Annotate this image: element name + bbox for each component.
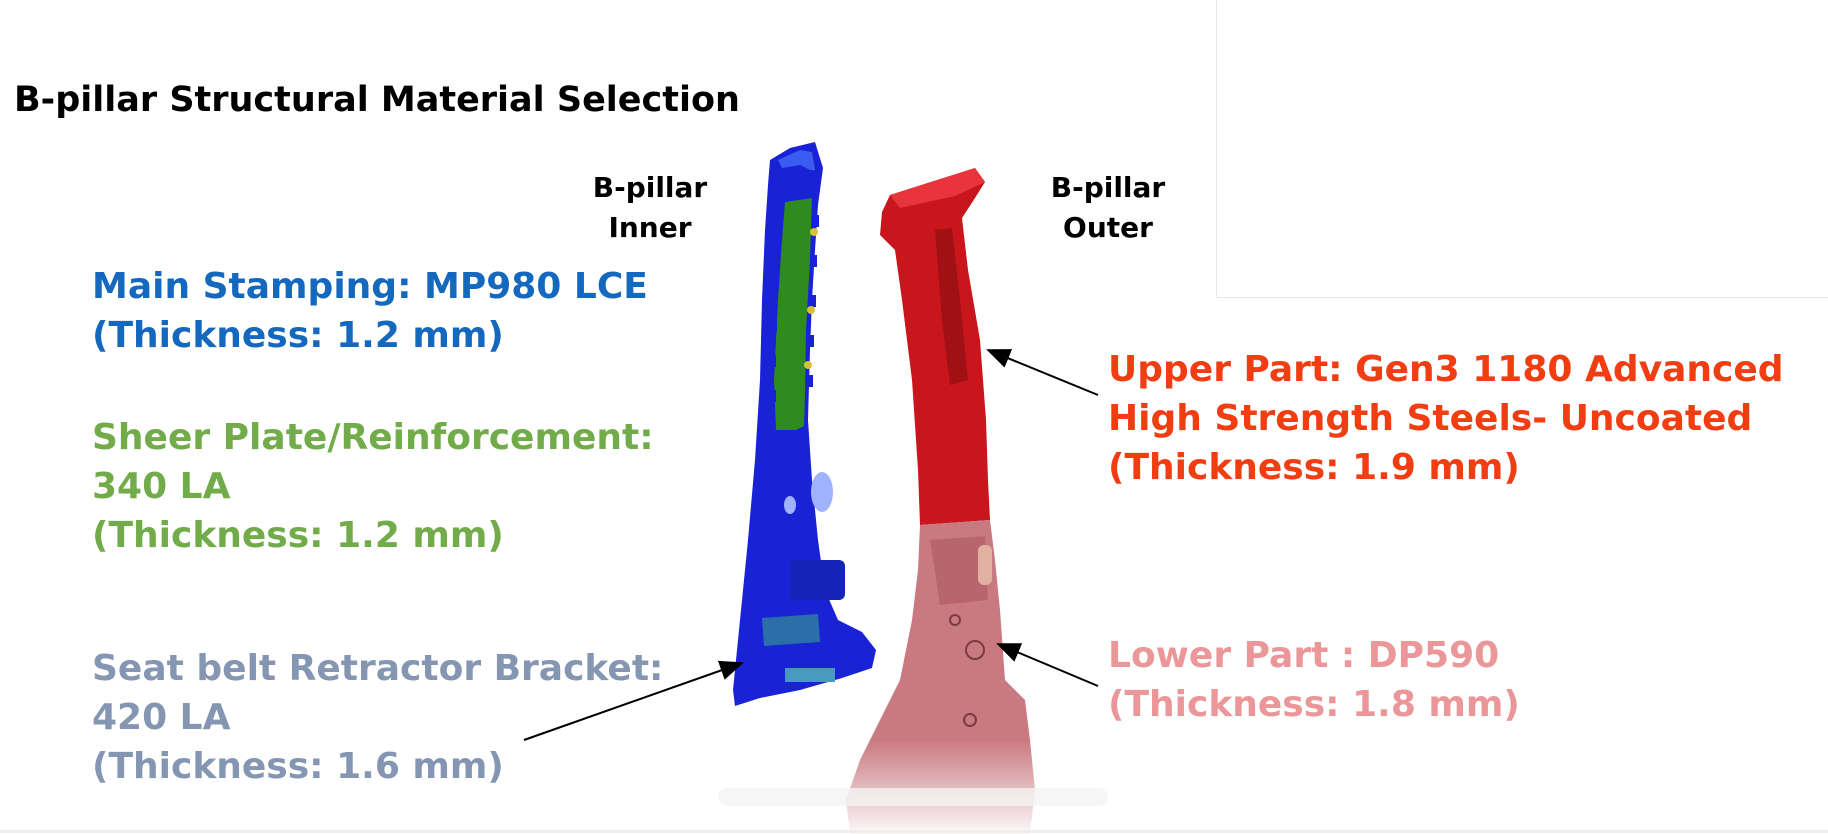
seat-belt-leader (523, 660, 744, 741)
outer-label-line-1: B-pillar (1050, 171, 1166, 204)
seat-belt-bracket (762, 614, 820, 646)
b-pillar-inner-label: B-pillar Inner (580, 168, 720, 248)
main-stamping-thickness: (Thickness: 1.2 mm) (92, 315, 504, 356)
upper-part-thickness: (Thickness: 1.9 mm) (1108, 447, 1520, 488)
main-stamping-material: Main Stamping: MP980 LCE (92, 266, 648, 307)
lower-part-annotation: Lower Part : DP590 (Thickness: 1.8 mm) (1108, 631, 1520, 729)
upper-part-region (880, 168, 990, 525)
sheer-plate-thickness: (Thickness: 1.2 mm) (92, 515, 504, 556)
upper-part-line-2: High Strength Steels- Uncoated (1108, 398, 1753, 439)
outer-label-line-2: Outer (1063, 211, 1153, 244)
sheer-plate-heading: Sheer Plate/Reinforcement: (92, 417, 654, 458)
upper-part-annotation: Upper Part: Gen3 1180 Advanced High Stre… (1108, 345, 1784, 492)
seat-belt-material: 420 LA (92, 697, 231, 738)
b-pillar-outer-label: B-pillar Outer (1038, 168, 1178, 248)
b-pillar-inner-part (733, 142, 876, 706)
upper-part-line-1: Upper Part: Gen3 1180 Advanced (1108, 349, 1784, 390)
inner-label-line-2: Inner (608, 211, 692, 244)
corner-panel (1216, 0, 1828, 298)
inner-label-line-1: B-pillar (592, 171, 708, 204)
upper-part-leader (986, 349, 1099, 396)
lower-part-material: Lower Part : DP590 (1108, 635, 1500, 676)
sheer-plate-annotation: Sheer Plate/Reinforcement: 340 LA (Thick… (92, 413, 654, 560)
page-title: B-pillar Structural Material Selection (14, 80, 740, 120)
seat-belt-thickness: (Thickness: 1.6 mm) (92, 746, 504, 787)
sheer-plate-material: 340 LA (92, 466, 231, 507)
seat-belt-annotation: Seat belt Retractor Bracket: 420 LA (Thi… (92, 644, 663, 791)
lower-part-thickness: (Thickness: 1.8 mm) (1108, 684, 1520, 725)
main-stamping-annotation: Main Stamping: MP980 LCE (Thickness: 1.2… (92, 262, 648, 360)
seat-belt-heading: Seat belt Retractor Bracket: (92, 648, 664, 689)
b-pillar-outer-part (846, 168, 1035, 834)
sheer-plate-region (774, 198, 812, 430)
lower-part-leader (996, 643, 1099, 687)
bottom-divider (0, 830, 1828, 833)
